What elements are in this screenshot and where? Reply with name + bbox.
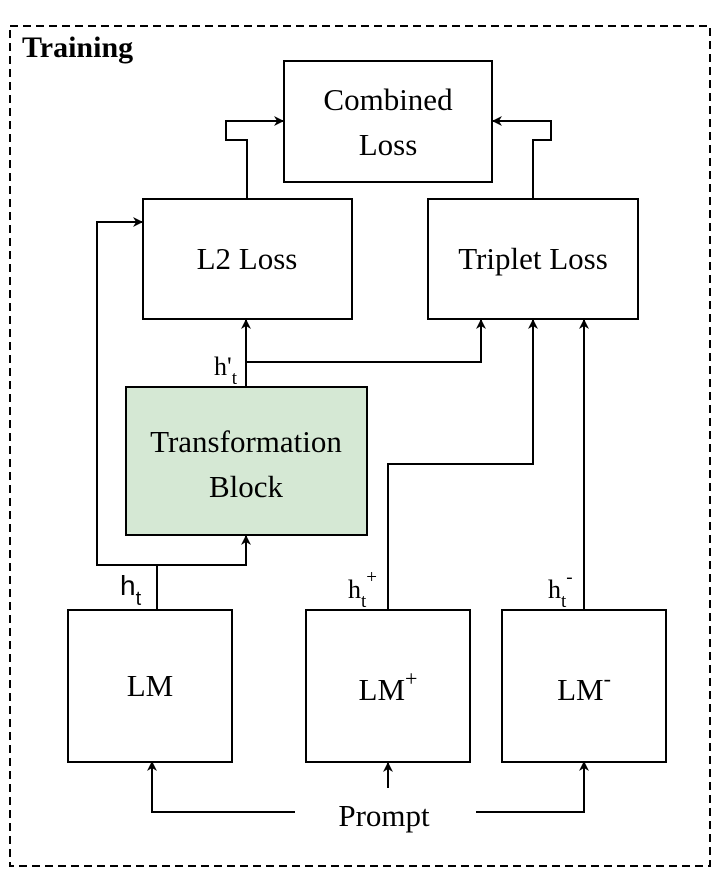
label-h-t-plus: ht+ xyxy=(348,567,377,612)
transformation-block-node: Transformation Block xyxy=(125,386,368,536)
label-h-t-minus: ht- xyxy=(548,567,573,612)
triplet-loss-label: Triplet Loss xyxy=(458,241,608,276)
lm-node: LM xyxy=(67,609,233,763)
lm-plus-node: LM+ xyxy=(305,609,471,763)
frame-title: Training xyxy=(22,31,133,64)
lm-label: LM xyxy=(127,668,174,703)
edge-l2-to-combined-loss xyxy=(225,116,284,199)
edge-triplet-to-combined-loss xyxy=(492,116,552,199)
transformation-block-line2: Block xyxy=(209,469,284,504)
lm-plus-label: LM+ xyxy=(359,666,418,707)
prompt-label: Prompt xyxy=(338,798,430,833)
combined-loss-line1: Combined xyxy=(323,82,453,117)
edges xyxy=(96,116,589,813)
edge-ht-to-l2-loss xyxy=(96,217,157,566)
transformation-block-line1: Transformation xyxy=(150,424,342,459)
training-frame xyxy=(9,25,711,867)
label-h-prime-t: h't xyxy=(214,352,238,389)
combined-loss-line2: Loss xyxy=(359,127,418,162)
combined-loss-node: Combined Loss xyxy=(283,60,493,183)
edge-hprime-to-triplet-loss xyxy=(246,319,486,363)
edge-ht-plus-to-triplet-loss xyxy=(387,319,538,610)
l2-loss-node: L2 Loss xyxy=(142,198,353,320)
lm-minus-label: LM- xyxy=(557,666,611,707)
edge-prompt-to-lm-minus xyxy=(476,761,589,813)
l2-loss-label: L2 Loss xyxy=(197,241,298,276)
edge-ht-to-transformation-block xyxy=(156,535,251,610)
label-h-t: ht xyxy=(120,570,142,610)
triplet-loss-node: Triplet Loss xyxy=(427,198,639,320)
edge-prompt-to-lm xyxy=(147,761,295,813)
lm-minus-node: LM- xyxy=(501,609,667,763)
